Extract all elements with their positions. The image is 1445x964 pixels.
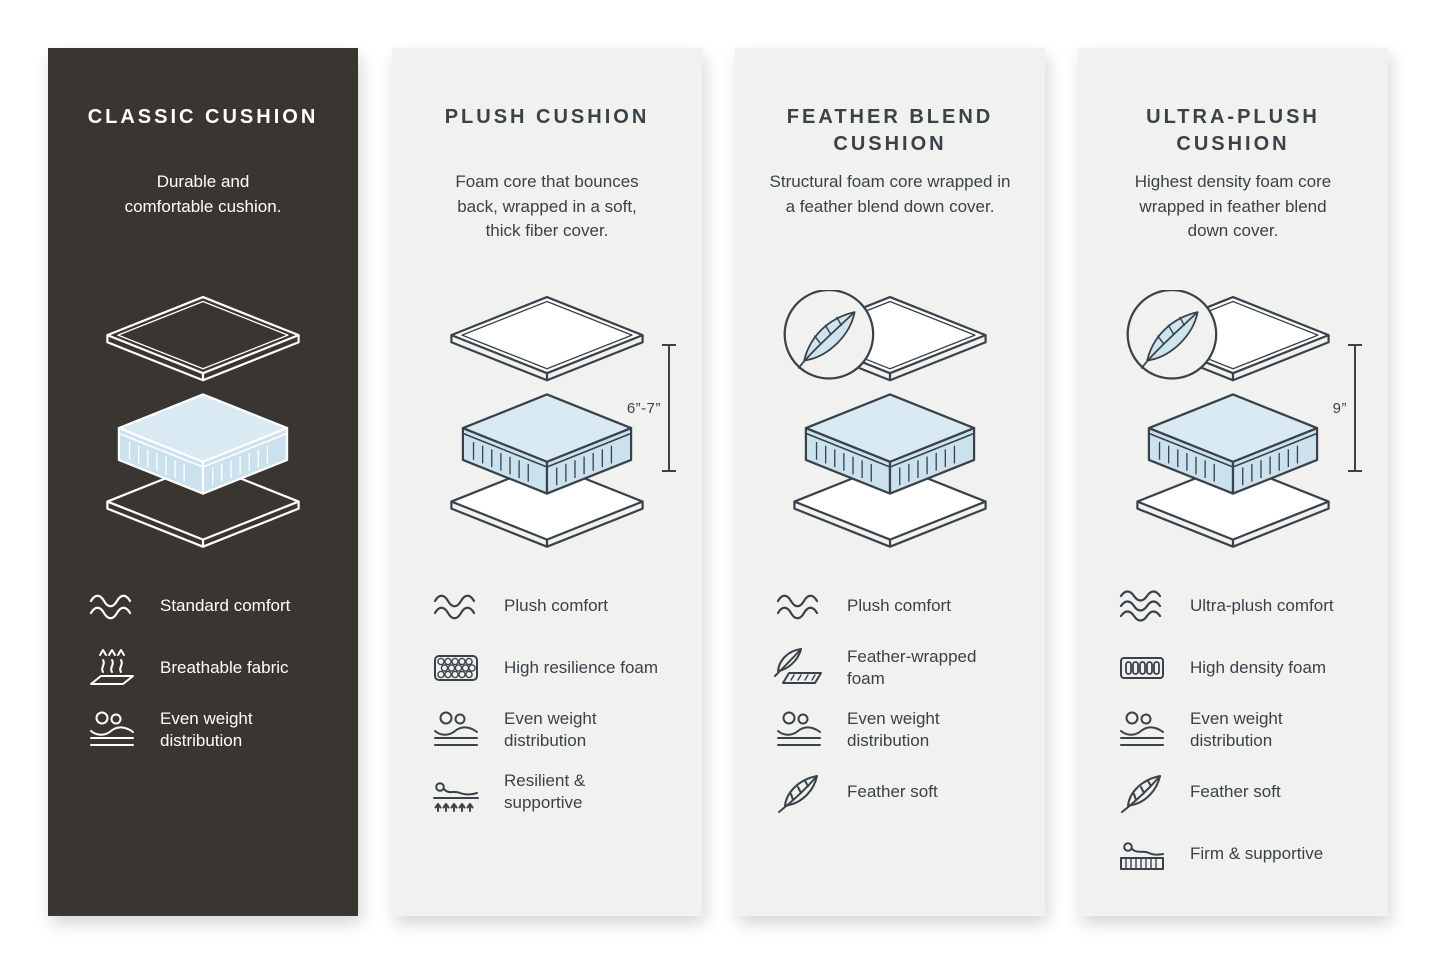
measurement-line <box>662 344 676 472</box>
height-measurement: 9” <box>1332 344 1362 472</box>
measurement-label: 9” <box>1332 399 1347 417</box>
feature-label: Feather soft <box>847 781 938 801</box>
feather-icon <box>773 770 825 814</box>
cushion-layers-illustration <box>1113 290 1353 552</box>
panel-title: CLASSIC CUSHION <box>87 106 319 128</box>
even-weight-icon <box>86 708 138 752</box>
feature-list: Plush comfort Feather-wrapped foam Even … <box>759 582 1021 816</box>
cushion-layers-illustration <box>427 290 667 552</box>
feature-label: Even weight distribution <box>160 708 253 750</box>
measurement-label: 6”-7” <box>626 399 661 417</box>
panel-description: Highest density foam core wrapped in fea… <box>1134 172 1332 241</box>
feature-label: Standard comfort <box>160 595 291 615</box>
panel-title: PLUSH CUSHION <box>444 106 650 128</box>
panel-ultra-plush-cushion: ULTRA-PLUSH CUSHION Highest density foam… <box>1078 48 1388 916</box>
even-weight-icon <box>430 708 482 752</box>
panel-description: Durable and comfortable cushion. <box>124 172 282 216</box>
feature-list: Plush comfort High resilience foam Even … <box>416 582 678 816</box>
panel-classic-cushion: CLASSIC CUSHION Durable and comfortable … <box>48 48 358 916</box>
cushion-layers-illustration <box>83 290 323 552</box>
feature-label: Ultra-plush comfort <box>1190 595 1334 615</box>
feature-row: Even weight distribution <box>773 706 1021 754</box>
resilience-foam-icon <box>430 646 482 690</box>
feature-row: High resilience foam <box>430 644 678 692</box>
panel-description: Foam core that bounces back, wrapped in … <box>455 172 639 241</box>
feature-list: Ultra-plush comfort High density foam Ev… <box>1102 582 1364 878</box>
feature-row: Breathable fabric <box>86 644 334 692</box>
feature-row: Feather soft <box>773 768 1021 816</box>
cushion-diagram <box>759 290 1021 552</box>
feature-label: Feather soft <box>1190 781 1281 801</box>
even-weight-icon <box>1116 708 1168 752</box>
feature-row: Ultra-plush comfort <box>1116 582 1364 630</box>
feature-label: Even weight distribution <box>1190 708 1283 750</box>
cushion-diagram: 9” <box>1102 290 1364 552</box>
feature-row: Plush comfort <box>773 582 1021 630</box>
feature-label: Even weight distribution <box>504 708 597 750</box>
feature-row: Even weight distribution <box>430 706 678 754</box>
resilient-supportive-icon <box>430 770 482 814</box>
feature-label: Plush comfort <box>847 595 951 615</box>
feature-row: Even weight distribution <box>1116 706 1364 754</box>
panel-description: Structural foam core wrapped in a feathe… <box>769 172 1011 216</box>
feature-row: Even weight distribution <box>86 706 334 754</box>
feature-label: Resilient & supportive <box>504 770 586 812</box>
feature-row: Standard comfort <box>86 582 334 630</box>
feature-row: Firm & supportive <box>1116 830 1364 878</box>
wave-comfort-icon <box>1116 584 1168 628</box>
panel-title: ULTRA-PLUSH CUSHION <box>1146 106 1320 155</box>
feature-label: Plush comfort <box>504 595 608 615</box>
panel-title: FEATHER BLEND CUSHION <box>786 106 994 155</box>
cushion-diagram <box>72 290 334 552</box>
wave-comfort-icon <box>430 584 482 628</box>
feather-wrapped-foam-icon <box>773 646 825 690</box>
wave-comfort-icon <box>773 584 825 628</box>
feature-list: Standard comfort Breathable fabric Even … <box>72 582 334 754</box>
feature-label: Even weight distribution <box>847 708 940 750</box>
feature-label: Breathable fabric <box>160 657 289 677</box>
feature-label: Firm & supportive <box>1190 843 1324 863</box>
feather-icon <box>1116 770 1168 814</box>
breathable-fabric-icon <box>86 646 138 690</box>
cushion-layers-illustration <box>770 290 1010 552</box>
feature-row: Resilient & supportive <box>430 768 678 816</box>
feature-row: Feather-wrapped foam <box>773 644 1021 692</box>
even-weight-icon <box>773 708 825 752</box>
density-foam-icon <box>1116 646 1168 690</box>
measurement-line <box>1348 344 1362 472</box>
feature-label: High resilience foam <box>504 657 659 677</box>
firm-supportive-icon <box>1116 832 1168 876</box>
panel-plush-cushion: PLUSH CUSHION Foam core that bounces bac… <box>392 48 702 916</box>
feature-row: Plush comfort <box>430 582 678 630</box>
wave-comfort-icon <box>86 584 138 628</box>
feature-row: High density foam <box>1116 644 1364 692</box>
feature-row: Feather soft <box>1116 768 1364 816</box>
feature-label: Feather-wrapped foam <box>847 646 977 688</box>
cushion-diagram: 6”-7” <box>416 290 678 552</box>
height-measurement: 6”-7” <box>626 344 676 472</box>
feature-label: High density foam <box>1190 657 1327 677</box>
panel-feather-blend-cushion: FEATHER BLEND CUSHION Structural foam co… <box>735 48 1045 916</box>
